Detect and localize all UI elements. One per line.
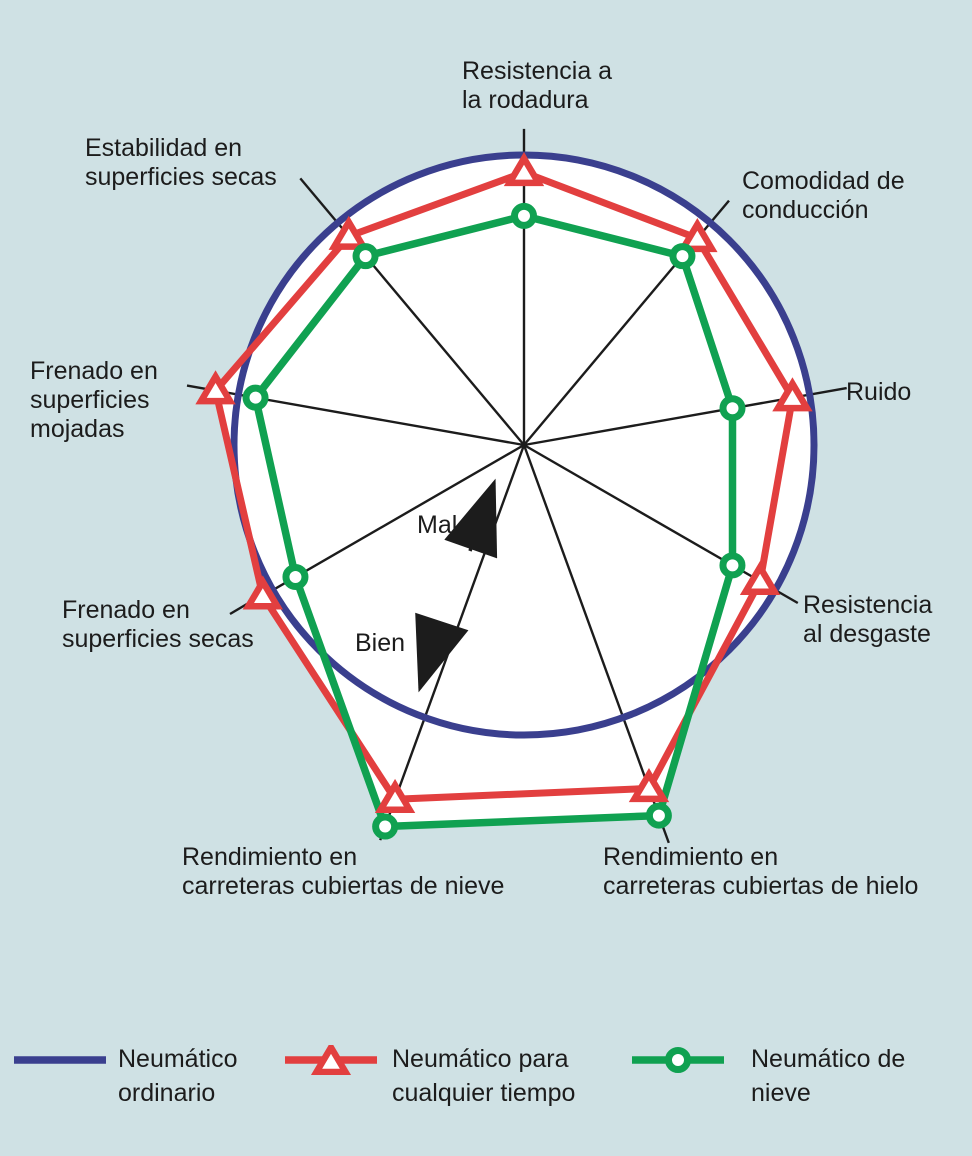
circle-marker bbox=[352, 243, 379, 270]
triangle-marker bbox=[195, 370, 236, 405]
circle-marker bbox=[719, 395, 746, 422]
bien-arrow bbox=[415, 612, 469, 693]
axis-label-frenado-mojadas: Frenado en superficies mojadas bbox=[30, 357, 158, 443]
axis-label-rendimiento-nieve: Rendimiento en carreteras cubiertas de n… bbox=[182, 843, 505, 900]
triangle-marker bbox=[328, 215, 369, 250]
axis-label-ruido: Ruido bbox=[846, 378, 912, 406]
triangle-marker bbox=[739, 560, 781, 596]
triangle-marker bbox=[677, 218, 718, 253]
circle-marker bbox=[669, 243, 696, 270]
scale-label-bien: Bien bbox=[355, 629, 406, 657]
legend-label-nieve: Neumático de nieve bbox=[751, 1045, 906, 1107]
circle-marker bbox=[242, 384, 269, 411]
mal-arrow bbox=[444, 478, 498, 559]
triangle-marker bbox=[374, 778, 416, 814]
scale-label-mal: Mal bbox=[417, 511, 458, 539]
axis-label-estabilidad-secas: Estabilidad en superficies secas bbox=[85, 134, 277, 191]
circle-marker bbox=[645, 802, 672, 829]
legend-label-cualquier-tiempo: Neumático para cualquier tiempo bbox=[392, 1045, 576, 1107]
legend-swatch-ordinario bbox=[14, 1056, 106, 1064]
circle-marker bbox=[665, 1047, 691, 1073]
triangle-marker bbox=[503, 152, 545, 187]
all-weather-tire-line bbox=[211, 168, 797, 803]
circle-marker bbox=[511, 202, 537, 229]
circle-marker bbox=[372, 813, 399, 840]
triangle-marker bbox=[242, 575, 284, 610]
all-weather-tire-markers bbox=[195, 152, 813, 814]
triangle-marker bbox=[310, 1045, 352, 1075]
snow-tire-markers bbox=[242, 202, 746, 840]
triangle-marker bbox=[772, 377, 813, 412]
axis-label-comodidad-conduccion: Comodidad de conducción bbox=[742, 167, 905, 224]
axis-label-rendimiento-hielo: Rendimiento en carreteras cubiertas de h… bbox=[603, 843, 919, 900]
triangle-marker bbox=[628, 767, 670, 803]
axis-label-resistencia-desgaste: Resistencia al desgaste bbox=[803, 591, 933, 648]
circle-marker bbox=[719, 552, 746, 579]
circle-marker bbox=[282, 563, 309, 590]
axis-label-frenado-secas: Frenado en superficies secas bbox=[62, 596, 254, 653]
legend-label-ordinario: Neumático ordinario bbox=[118, 1045, 238, 1107]
legend-swatch-cualquier-tiempo bbox=[285, 1045, 377, 1075]
legend-swatch-nieve bbox=[632, 1047, 724, 1073]
axis-label-resistencia-rodadura: Resistencia a la rodadura bbox=[462, 57, 613, 114]
snow-tire-line bbox=[251, 212, 737, 831]
